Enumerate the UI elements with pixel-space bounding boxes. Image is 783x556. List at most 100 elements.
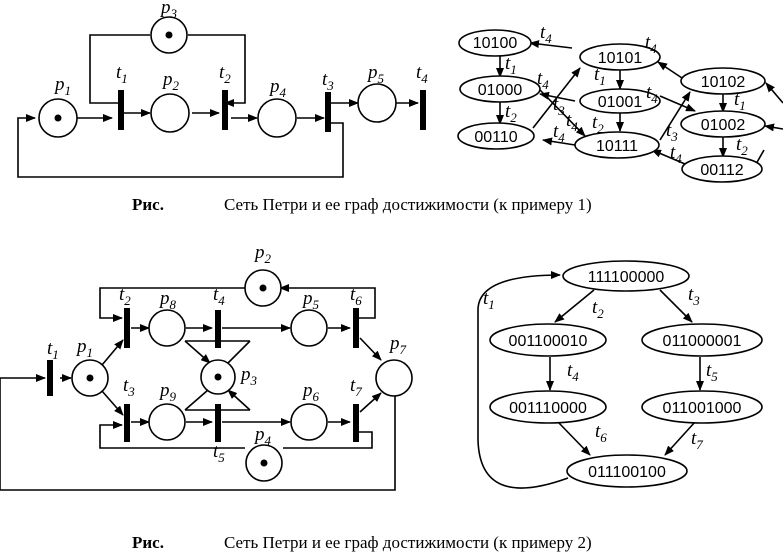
graph1-edges — [496, 40, 783, 165]
svg-text:01000: 01000 — [478, 82, 523, 99]
net2-label-t4: t4 — [213, 284, 225, 308]
svg-text:011001000: 011001000 — [663, 400, 742, 417]
net1-label-p4: p4 — [268, 76, 287, 100]
net2-transition-t5 — [215, 404, 221, 442]
graph1-state: 10102 — [680, 67, 766, 95]
net2-label-p9: p9 — [158, 380, 177, 404]
graph1-edge-label: t4 — [670, 142, 682, 166]
graph1-edge-label: t4 — [540, 22, 552, 46]
graph1-state: 00112 — [681, 155, 763, 183]
net1-place-p2 — [150, 93, 190, 133]
svg-text:01002: 01002 — [701, 117, 746, 134]
net2-label-t7: t7 — [350, 375, 362, 399]
graph1-state: 01001 — [579, 88, 661, 114]
svg-text:011000001: 011000001 — [663, 333, 742, 350]
svg-text:10111: 10111 — [596, 138, 638, 155]
graph1-edge-label: t1 — [734, 89, 746, 113]
net2-label-t3: t3 — [123, 375, 135, 399]
graph1-edge-label: t1 — [505, 53, 517, 77]
net2-label-t6: t6 — [350, 284, 362, 308]
graph1-state: 01002 — [680, 110, 766, 138]
net2-label-t5: t5 — [213, 441, 225, 465]
graph1-edge-label: t4 — [553, 121, 565, 145]
graph2-state: 001100010 — [489, 323, 607, 357]
net1-label-t1: t1 — [116, 62, 128, 86]
graph1-edge-label: t4 — [646, 82, 658, 106]
graph1-edge-label: t1 — [594, 64, 606, 88]
graph1-edge-label: t3 — [553, 94, 565, 118]
graph2-state: 011000001 — [641, 323, 763, 357]
net2-place-p2 — [244, 269, 282, 307]
reachability-graph-2: 111100000 001100010 011000001 001110000 … — [477, 260, 763, 489]
net1-place-p5 — [357, 83, 397, 123]
graph2-edge-label: t3 — [688, 284, 700, 308]
net1-transition-t4 — [420, 90, 426, 130]
net2-place-p8 — [148, 309, 186, 347]
net2-label-t1: t1 — [47, 338, 59, 362]
svg-text:10102: 10102 — [701, 74, 746, 91]
net1-transition-t2 — [222, 90, 228, 130]
net2-transition-t3 — [124, 404, 130, 442]
net1-label-p2: p2 — [161, 69, 180, 93]
net2-label-p3: p3 — [239, 364, 258, 388]
net2-transition-t2 — [124, 308, 130, 348]
graph2-state: 001110000 — [489, 390, 607, 424]
net1-label-t3: t3 — [322, 69, 334, 93]
net2-transition-t7 — [353, 404, 359, 442]
net2-transition-t1 — [47, 360, 53, 396]
graph1-edge-label: t2 — [592, 112, 604, 136]
net1-transition-t3 — [325, 92, 331, 132]
petri-net-1: p3 p1 p2 p4 p5 t1 t2 t3 t4 — [17, 0, 428, 178]
graph2-edge-label: t6 — [595, 421, 607, 445]
caption-1: Рис.Сеть Петри и ее граф достижимости (к… — [132, 195, 592, 214]
net2-transition-t6 — [353, 308, 359, 348]
net2-label-p8: p8 — [158, 288, 177, 312]
graph1-edge-label: t4 — [566, 110, 578, 134]
graph1-edge-label: t3 — [666, 120, 678, 144]
graph1-state: 10101 — [579, 43, 661, 71]
reachability-graph-1: 10100 01000 00110 10101 01001 10111 1010… — [457, 22, 783, 183]
svg-text:01001: 01001 — [598, 94, 643, 111]
net1-label-p3: p3 — [159, 0, 178, 21]
graph2-edge-label: t1 — [483, 288, 495, 312]
graph2-edge-label: t2 — [592, 297, 604, 321]
net1-label-p1: p1 — [53, 74, 71, 98]
net2-label-p7: p7 — [388, 333, 407, 357]
graph1-edge-label: t4 — [645, 32, 657, 56]
svg-text:001110000: 001110000 — [509, 400, 587, 417]
graph2-edge-label: t5 — [706, 360, 718, 384]
net1-place-p1 — [38, 98, 78, 138]
svg-text:00110: 00110 — [474, 129, 517, 146]
net2-place-p9 — [148, 403, 186, 441]
svg-text:011100100: 011100100 — [588, 464, 666, 481]
graph2-edges — [477, 271, 704, 489]
net1-arcs — [17, 34, 419, 178]
caption-2: Рис.Сеть Петри и ее граф достижимости (к… — [132, 533, 592, 552]
svg-text:10100: 10100 — [473, 35, 518, 52]
graph2-state: 011001000 — [641, 390, 763, 424]
net2-place-p3 — [200, 359, 236, 395]
net2-place-p7 — [375, 359, 413, 397]
net2-label-t2: t2 — [119, 284, 131, 308]
svg-text:10101: 10101 — [598, 50, 643, 67]
svg-text:111100000: 111100000 — [588, 269, 665, 286]
net2-place-p6 — [290, 403, 328, 441]
graph1-state: 00110 — [457, 122, 535, 150]
net1-label-p5: p5 — [366, 62, 385, 86]
graph1-edge-label: t2 — [505, 101, 517, 125]
svg-text:00112: 00112 — [700, 162, 743, 179]
graph2-state: 111100000 — [562, 260, 690, 292]
net2-label-p2: p2 — [253, 242, 272, 266]
graph2-edge-label: t4 — [567, 360, 579, 384]
graph1-state: 10100 — [458, 29, 532, 57]
net1-label-t4: t4 — [416, 62, 428, 86]
net2-place-p4 — [245, 444, 283, 482]
net2-transition-t4 — [215, 310, 221, 348]
net2-arcs — [0, 284, 396, 491]
svg-text:001100010: 001100010 — [509, 333, 588, 350]
graph2-edge-label: t7 — [691, 428, 703, 452]
graph1-state: 01000 — [459, 75, 541, 103]
graph2-state: 011100100 — [566, 454, 688, 488]
graph1-state: 10111 — [574, 131, 660, 159]
